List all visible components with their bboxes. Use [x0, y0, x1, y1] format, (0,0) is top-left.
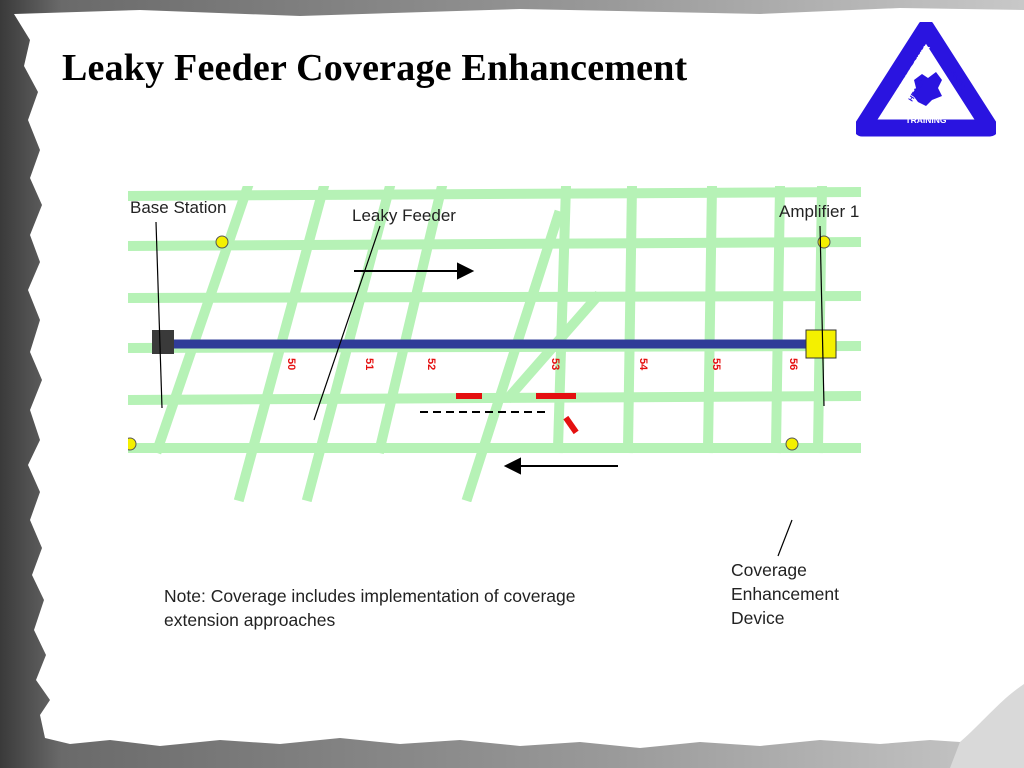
device-label-line-2: Enhancement	[731, 584, 839, 604]
callout-leaders	[155, 221, 825, 557]
base-station-leader	[155, 221, 163, 409]
crosscut-e	[461, 209, 565, 502]
logo-triangle	[856, 22, 996, 137]
device-label-line-3: Device	[731, 608, 785, 628]
arrow-lower-head	[503, 457, 521, 475]
logo-text-bottom: TRAINING	[905, 115, 946, 125]
leaky-feeder-label: Leaky Feeder	[352, 206, 456, 225]
crosscut-label-54: 54	[637, 358, 649, 371]
crosscut-label-50: 50	[285, 358, 297, 370]
amplifier-label: Amplifier 1	[779, 202, 860, 221]
crosscut-i	[702, 186, 718, 454]
entry-3	[128, 290, 862, 304]
red-marker-1	[456, 393, 482, 399]
red-marker-2	[536, 393, 576, 399]
logo-state-shape	[912, 72, 942, 106]
crosscut-a	[151, 186, 254, 455]
arrow-upper-head	[457, 262, 475, 280]
entry-5	[128, 390, 862, 406]
mine-map-figure: 50 51 52 53 54 55 56 Base Station Leaky …	[128, 186, 862, 674]
entry-2	[128, 236, 862, 252]
crosscut-k	[812, 186, 828, 454]
slide-title: Leaky Feeder Coverage Enhancement	[62, 47, 688, 89]
base-station-label: Base Station	[130, 198, 227, 217]
crosscut-g	[552, 186, 572, 454]
logo-text-bottom-2: MINERS	[909, 127, 942, 137]
red-marker-3	[563, 415, 579, 435]
amplifier-box	[805, 329, 837, 359]
map-arrows	[354, 262, 618, 475]
wv-office-of-miners-logo: WEST VIRGINIA HEALTH OFFICE OF SAFETY TR…	[856, 22, 996, 137]
mine-map: 50 51 52 53 54 55 56	[128, 186, 862, 502]
crosscut-d	[373, 186, 448, 455]
junction-left-top	[215, 235, 229, 249]
base-station-box	[152, 330, 174, 354]
device-label-line-1: Coverage	[731, 560, 807, 580]
junction-left-bottom	[128, 437, 137, 451]
crosscut-label-53: 53	[549, 358, 561, 370]
crosscut-j	[770, 186, 786, 454]
device-leader	[777, 519, 793, 557]
amplifier-leader	[819, 225, 825, 407]
crosscut-h	[622, 186, 638, 454]
crosscut-label-55: 55	[710, 358, 722, 370]
paper-curl	[950, 684, 1024, 768]
crosscut-number-labels: 50 51 52 53 54 55 56	[285, 358, 799, 371]
crosscut-label-51: 51	[363, 358, 375, 370]
coverage-markers	[456, 393, 579, 435]
coverage-note: Note: Coverage includes implementation o…	[164, 584, 575, 632]
crosscut-label-52: 52	[425, 358, 437, 370]
leaky-feeder-leader	[313, 225, 381, 421]
coverage-enhancement-device-dot	[785, 437, 799, 451]
coverage-enhancement-device-label: Coverage Enhancement Device	[731, 558, 839, 630]
coverage-note-line-1: Note: Coverage includes implementation o…	[164, 586, 576, 606]
coverage-note-line-2: extension approaches	[164, 610, 336, 630]
crosscut-label-56: 56	[787, 358, 799, 370]
